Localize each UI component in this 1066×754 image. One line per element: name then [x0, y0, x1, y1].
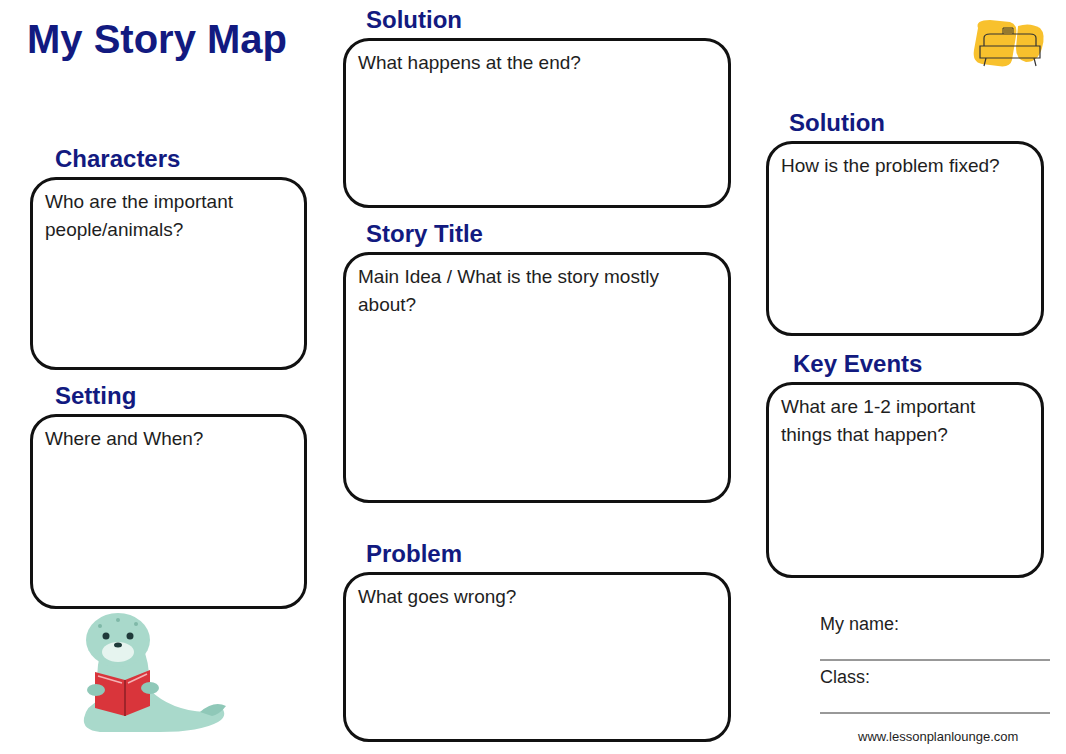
box-outline: How is the problem fixed?: [766, 141, 1044, 336]
box-heading: Solution: [789, 109, 1044, 141]
box-prompt: Where and When?: [45, 425, 292, 453]
box-heading: Key Events: [793, 350, 1044, 382]
box-outline: What goes wrong?: [343, 572, 731, 742]
box-prompt: What happens at the end?: [358, 49, 716, 77]
story-box: SolutionHow is the problem fixed?: [766, 109, 1044, 336]
website-label: www.lessonplanlounge.com: [858, 729, 1018, 744]
story-box: SettingWhere and When?: [30, 382, 307, 609]
form-label: My name:: [820, 614, 899, 635]
story-box: Story TitleMain Idea / What is the story…: [343, 220, 731, 503]
box-heading: Characters: [55, 145, 307, 177]
box-outline: Where and When?: [30, 414, 307, 609]
box-heading: Solution: [366, 6, 731, 38]
story-box: ProblemWhat goes wrong?: [343, 540, 731, 742]
box-heading: Problem: [366, 540, 731, 572]
box-outline: Who are the important people/animals?: [30, 177, 307, 370]
story-box: CharactersWho are the important people/a…: [30, 145, 307, 370]
page-title: My Story Map: [27, 17, 287, 62]
box-heading: Story Title: [366, 220, 731, 252]
seal-illustration: [84, 613, 226, 732]
story-box: Key EventsWhat are 1-2 important things …: [766, 350, 1044, 578]
blank-line: [820, 660, 1050, 661]
box-prompt: What are 1-2 important things that happe…: [781, 393, 1029, 449]
sofa-icon: [974, 20, 1044, 66]
story-box: SolutionWhat happens at the end?: [343, 6, 731, 208]
blank-line: [820, 713, 1050, 714]
box-outline: What are 1-2 important things that happe…: [766, 382, 1044, 578]
box-prompt: Main Idea / What is the story mostly abo…: [358, 263, 716, 319]
form-label: Class:: [820, 667, 870, 688]
box-outline: Main Idea / What is the story mostly abo…: [343, 252, 731, 503]
box-outline: What happens at the end?: [343, 38, 731, 208]
box-prompt: How is the problem fixed?: [781, 152, 1029, 180]
box-prompt: Who are the important people/animals?: [45, 188, 292, 244]
box-prompt: What goes wrong?: [358, 583, 716, 611]
box-heading: Setting: [55, 382, 307, 414]
